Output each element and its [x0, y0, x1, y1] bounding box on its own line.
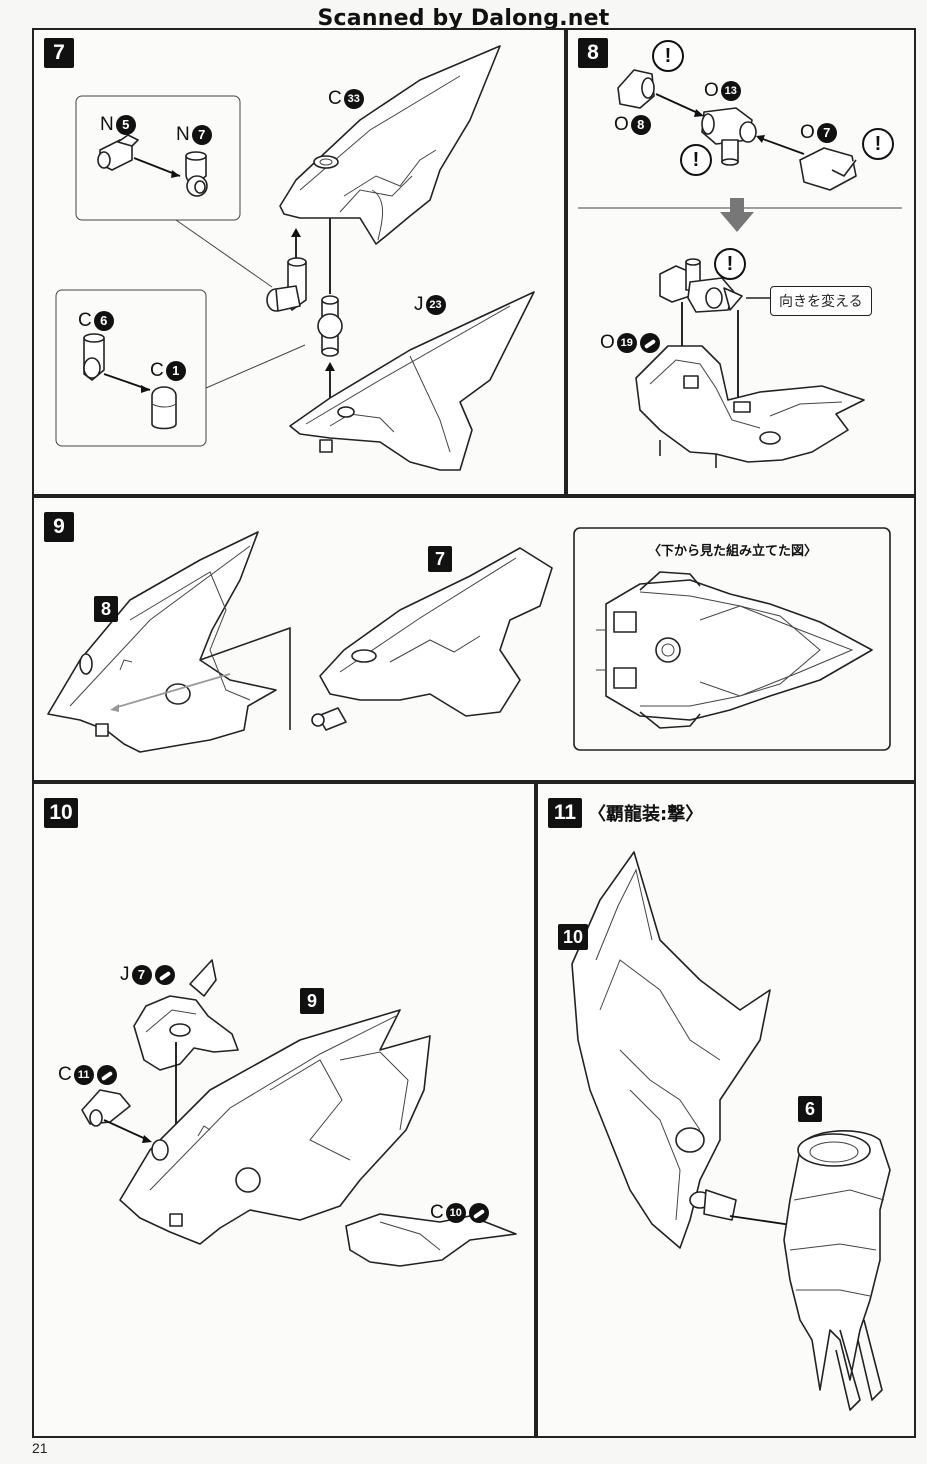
- part-c1-drawing: [151, 386, 177, 430]
- part-o7-drawing: [799, 147, 857, 191]
- glue-icon: [154, 965, 175, 985]
- part-j7-drawing: [133, 959, 239, 1071]
- step-7-number: 7: [44, 38, 74, 68]
- joint-assembly-a: [266, 257, 307, 312]
- part-n5-drawing: [97, 134, 139, 171]
- assembled-joint-o: [659, 258, 743, 313]
- step-10-number: 10: [44, 798, 78, 828]
- bottom-view-drawing: [596, 571, 873, 729]
- inset-c-parts: [55, 289, 207, 447]
- bottom-view-inset: [573, 527, 891, 751]
- part-c6-drawing: [83, 333, 105, 381]
- step-8-number: 8: [578, 38, 608, 68]
- assembly-6-claw: [783, 1130, 891, 1411]
- inset-n-parts: [75, 95, 241, 221]
- step-9-number: 9: [44, 512, 74, 542]
- assembly-8-blade: [47, 531, 277, 753]
- part-c10-drawing: [345, 1213, 517, 1267]
- step-11-title: 〈覇龍装:撃〉: [588, 804, 704, 825]
- assembly-7-blade: [311, 547, 553, 731]
- bottom-view-title: 〈下から見た組み立てた図〉: [648, 544, 818, 559]
- assembly-ref-6: 6: [798, 1096, 822, 1122]
- part-o8-drawing: [617, 69, 655, 109]
- warning-icon: !: [714, 248, 746, 280]
- step-11-number: 11: [548, 798, 582, 828]
- assembly-ref-7: 7: [428, 546, 452, 572]
- warning-icon: !: [652, 40, 684, 72]
- assembly-9-blade: [119, 1009, 431, 1245]
- part-j23-blade: [289, 291, 535, 471]
- glue-icon: [639, 333, 660, 353]
- joint-assembly-b: [317, 295, 343, 357]
- glue-icon: [96, 1065, 117, 1085]
- down-arrow: [720, 198, 754, 232]
- part-c33-blade: [279, 45, 501, 245]
- part-o13-drawing: [701, 107, 757, 166]
- page-number: 21: [32, 1440, 48, 1456]
- assembly-ref-9: 9: [300, 988, 324, 1014]
- assembly-ref-10: 10: [558, 924, 588, 950]
- rotate-direction-callout: 向きを変える: [770, 286, 872, 316]
- scan-watermark: Scanned by Dalong.net: [0, 6, 927, 31]
- part-n7-drawing: [185, 151, 208, 197]
- assembly-10-wing: [571, 851, 771, 1249]
- part-o19-drawing: [635, 345, 865, 468]
- step-7-panel: [32, 28, 566, 496]
- warning-icon: !: [680, 144, 712, 176]
- warning-icon: !: [862, 128, 894, 160]
- part-c11-drawing: [81, 1089, 131, 1127]
- glue-icon: [468, 1203, 489, 1223]
- assembly-ref-8: 8: [94, 596, 118, 622]
